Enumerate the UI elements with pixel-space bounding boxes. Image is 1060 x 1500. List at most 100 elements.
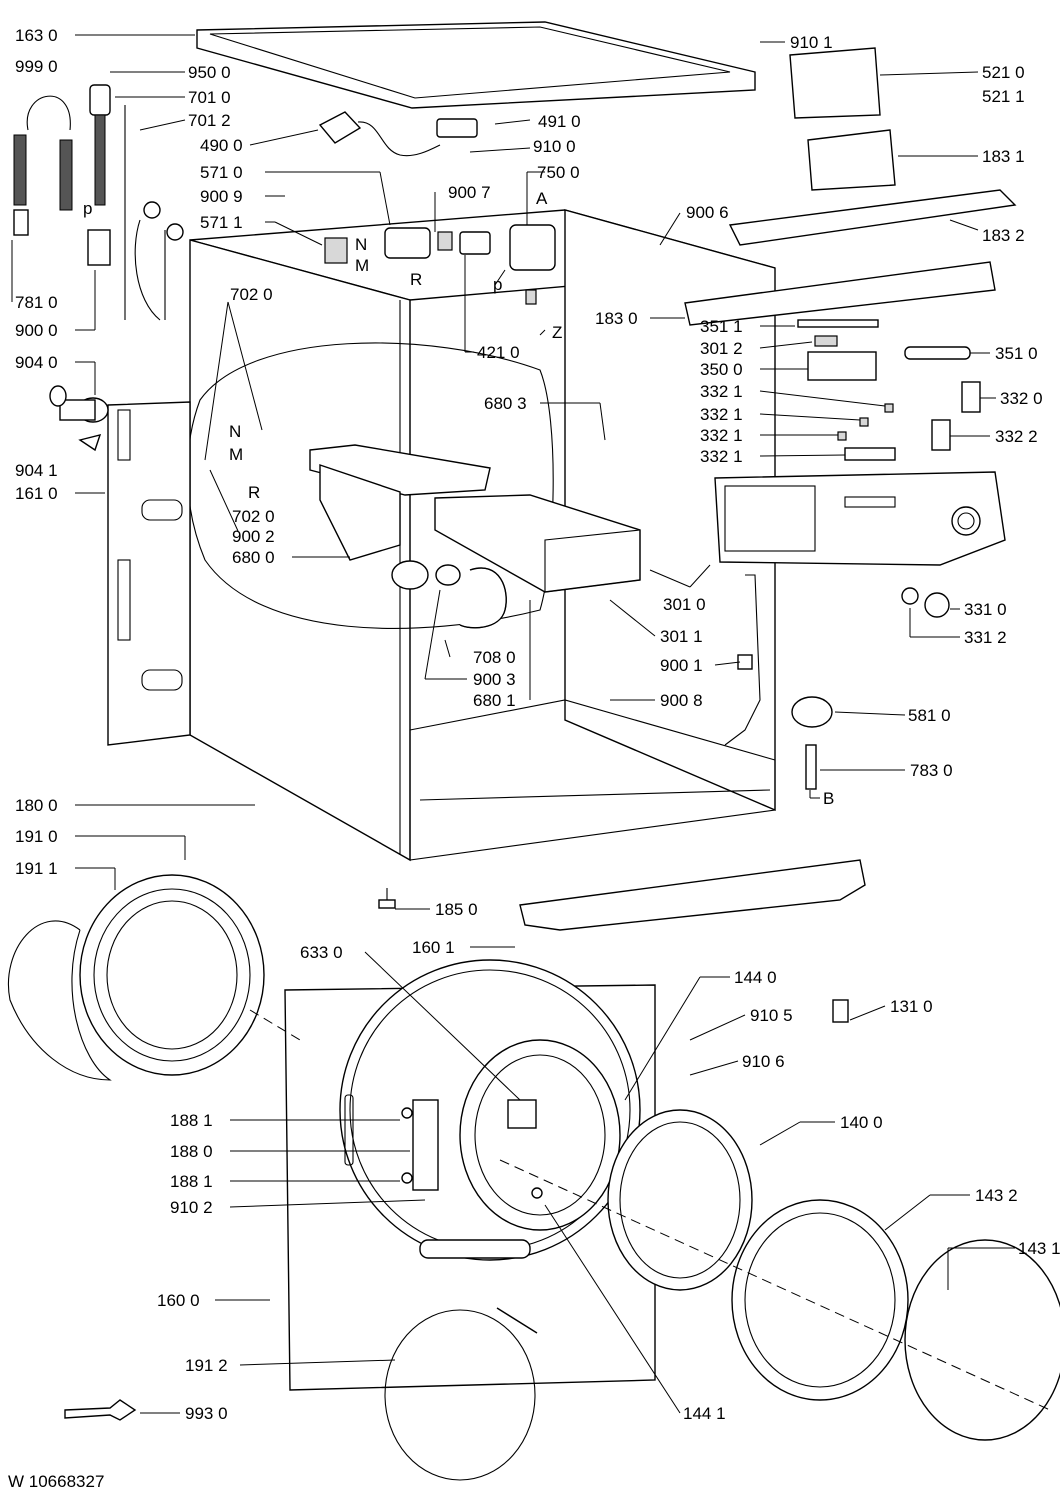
label-301-1: 301 1 [660, 627, 703, 646]
label-571-0: 571 0 [200, 163, 243, 182]
top-lid [196, 21, 756, 109]
label-910-2: 910 2 [170, 1198, 213, 1217]
label-910-0: 910 0 [533, 137, 576, 156]
label-183-2: 183 2 [982, 226, 1025, 245]
marker-m-valve: M [355, 256, 369, 275]
label-331-0: 331 0 [964, 600, 1007, 619]
label-581-0: 581 0 [908, 706, 951, 725]
door-outer-ring [731, 1199, 909, 1401]
label-301-0: 301 0 [663, 595, 706, 614]
label-910-6: 910 6 [742, 1052, 785, 1071]
marker-n-housing: N [229, 422, 241, 441]
label-350-0: 350 0 [700, 360, 743, 379]
label-900-3: 900 3 [473, 670, 516, 689]
door-glass [904, 1239, 1060, 1441]
detergent-housing [309, 444, 491, 590]
service-key [64, 1399, 137, 1421]
label-680-0: 680 0 [232, 548, 275, 567]
assembly-axes [249, 1009, 1051, 1411]
label-331-2: 331 2 [964, 628, 1007, 647]
label-900-9: 900 9 [200, 187, 243, 206]
label-351-1: 351 1 [700, 317, 743, 336]
label-332-0: 332 0 [1000, 389, 1043, 408]
label-332-1-d: 332 1 [700, 447, 743, 466]
marker-letters: N M R A p p Z N M R B [83, 189, 834, 808]
marker-p-valve: p [493, 275, 502, 294]
label-900-1: 900 1 [660, 656, 703, 675]
marker-m-housing: M [229, 445, 243, 464]
door-lock [401, 1099, 439, 1191]
label-332-2: 332 2 [995, 427, 1038, 446]
label-910-1: 910 1 [790, 33, 833, 52]
label-702-0-top: 702 0 [230, 285, 273, 304]
marker-a: A [536, 189, 548, 208]
label-421-0: 421 0 [477, 343, 520, 362]
label-999-0: 999 0 [15, 57, 58, 76]
marker-r-valve: R [410, 270, 422, 289]
label-702-0-bottom: 702 0 [232, 507, 275, 526]
pressure-switch [791, 696, 833, 790]
label-131-0: 131 0 [890, 997, 933, 1016]
label-571-1: 571 1 [200, 213, 243, 232]
label-900-8: 900 8 [660, 691, 703, 710]
label-904-1: 904 1 [15, 461, 58, 480]
label-351-0: 351 0 [995, 344, 1038, 363]
label-188-1-b: 188 1 [170, 1172, 213, 1191]
control-modules [684, 47, 1017, 566]
power-cord [318, 111, 478, 157]
label-701-0: 701 0 [188, 88, 231, 107]
label-180-0: 180 0 [15, 796, 58, 815]
label-301-2: 301 2 [700, 339, 743, 358]
diagram-reference-number: W 10668327 [8, 1472, 104, 1491]
label-188-0: 188 0 [170, 1142, 213, 1161]
label-521-0: 521 0 [982, 63, 1025, 82]
bellows [8, 874, 265, 1081]
label-900-6: 900 6 [686, 203, 729, 222]
label-781-0: 781 0 [15, 293, 58, 312]
marker-p-hose: p [83, 199, 92, 218]
water-valve [324, 224, 556, 305]
label-783-0: 783 0 [910, 761, 953, 780]
marker-b: B [823, 789, 834, 808]
label-140-0: 140 0 [840, 1113, 883, 1132]
label-490-0: 490 0 [200, 136, 243, 155]
door-gasket [607, 1109, 753, 1291]
label-185-0: 185 0 [435, 900, 478, 919]
label-910-5: 910 5 [750, 1006, 793, 1025]
label-680-3: 680 3 [484, 394, 527, 413]
label-188-1-a: 188 1 [170, 1111, 213, 1130]
label-993-0: 993 0 [185, 1404, 228, 1423]
label-163-0: 163 0 [15, 26, 58, 45]
label-904-0: 904 0 [15, 353, 58, 372]
small-electronic-parts [797, 319, 981, 618]
marker-n-valve: N [355, 235, 367, 254]
marker-z: Z [552, 323, 562, 342]
label-191-2: 191 2 [185, 1356, 228, 1375]
foot [378, 888, 396, 909]
part-labels: 163 0 999 0 950 0 701 0 701 2 490 0 491 … [15, 26, 1060, 1423]
label-143-1: 143 1 [1018, 1239, 1060, 1258]
leader-lines [11, 34, 1015, 1414]
label-900-0: 900 0 [15, 321, 58, 340]
detergent-drawer [434, 494, 641, 593]
label-144-1: 144 1 [683, 1404, 726, 1423]
label-144-0: 144 0 [734, 968, 777, 987]
pump-filter [49, 385, 109, 452]
label-900-7: 900 7 [448, 183, 491, 202]
clamp [384, 1307, 538, 1481]
label-900-2: 900 2 [232, 527, 275, 546]
label-183-1: 183 1 [982, 147, 1025, 166]
label-701-2: 701 2 [188, 111, 231, 130]
label-950-0: 950 0 [188, 63, 231, 82]
label-161-0: 161 0 [15, 484, 58, 503]
label-191-0: 191 0 [15, 827, 58, 846]
back-panel [107, 401, 191, 746]
microswitch [832, 999, 849, 1023]
label-521-1: 521 1 [982, 87, 1025, 106]
label-160-1: 160 1 [412, 938, 455, 957]
label-750-0: 750 0 [537, 163, 580, 182]
label-191-1: 191 1 [15, 859, 58, 878]
label-332-1-c: 332 1 [700, 426, 743, 445]
drain-hose [459, 567, 507, 629]
label-160-0: 160 0 [157, 1291, 200, 1310]
